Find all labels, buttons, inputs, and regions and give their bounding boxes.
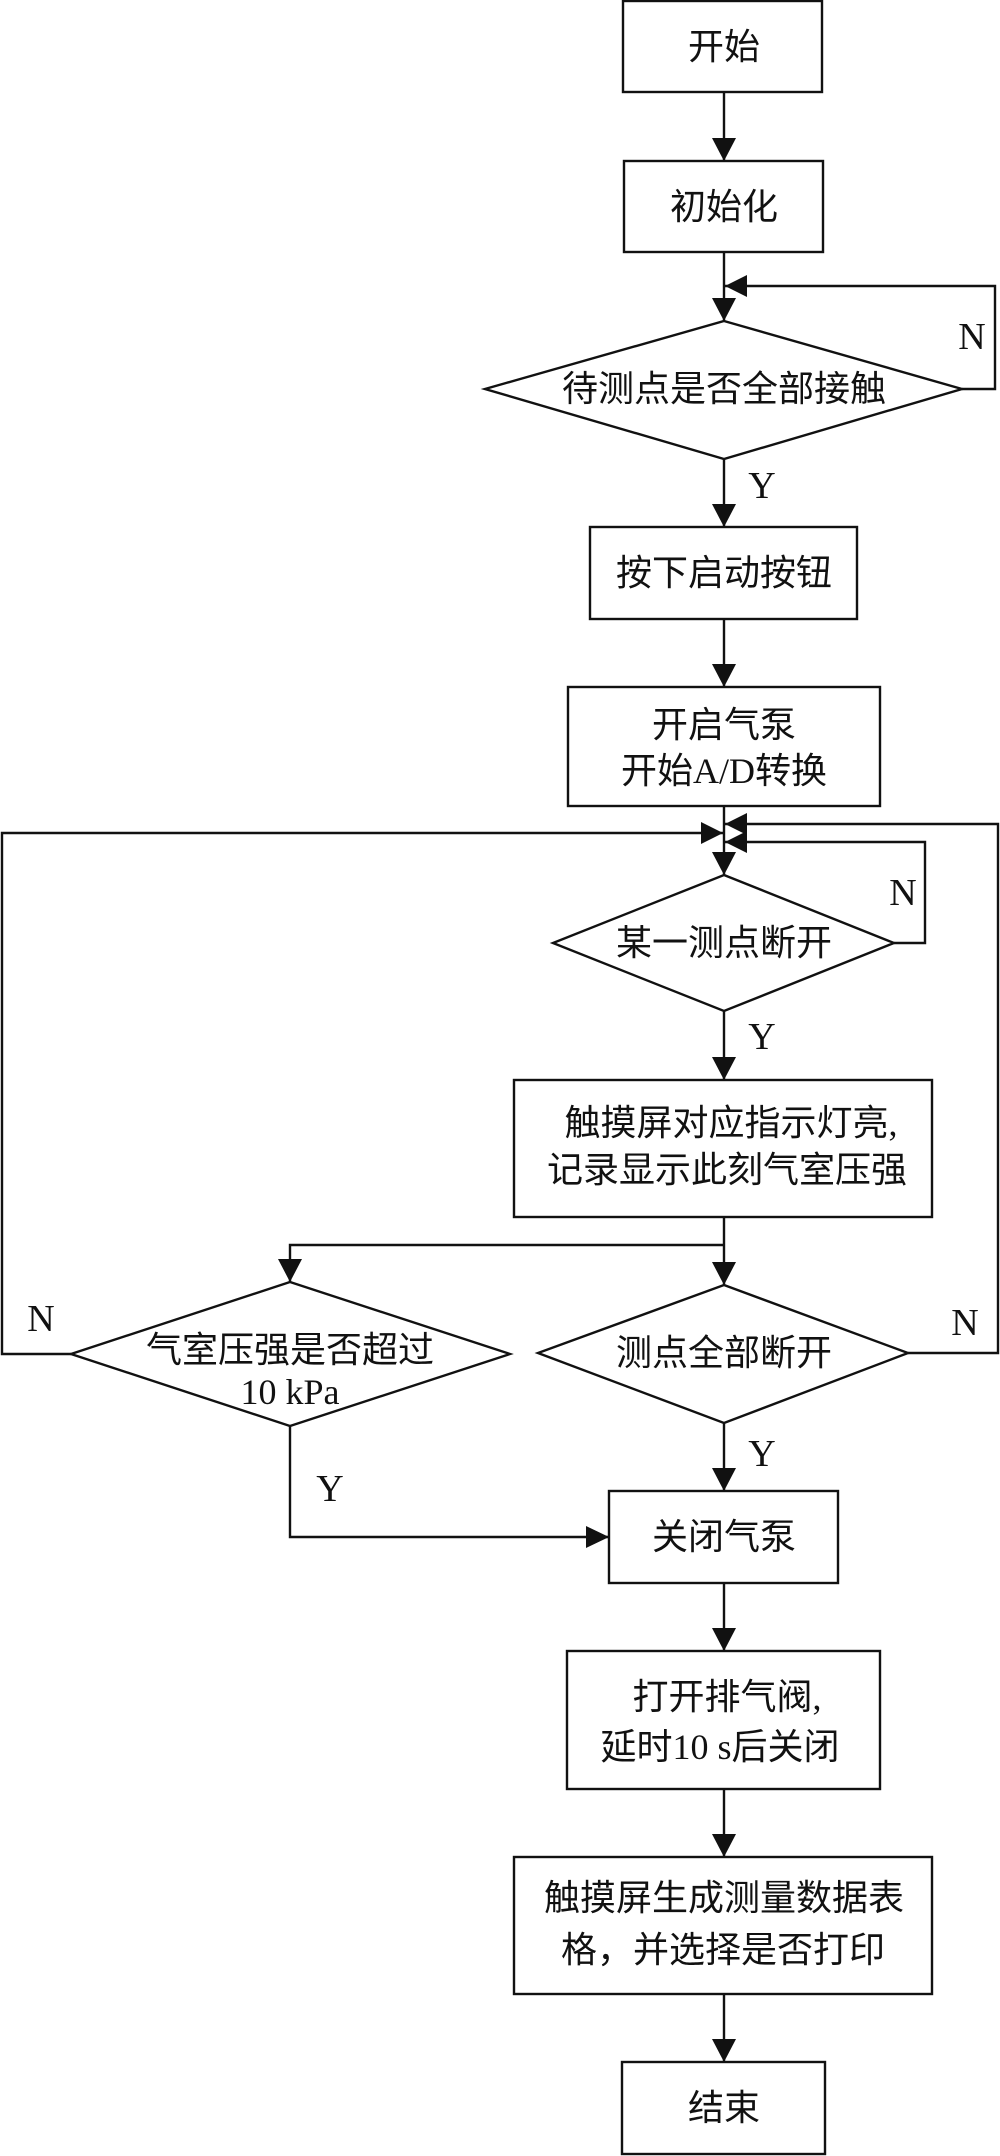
press-start-box [588, 525, 859, 621]
pump-off-box [607, 1489, 840, 1585]
node-press-start: 按下启动按钮 [588, 525, 859, 621]
press-start-label: 按下启动按钮 [616, 553, 832, 593]
node-init: 初始化 [622, 159, 825, 254]
point-break-yes-label: Y [748, 1016, 775, 1058]
end-box [620, 2060, 827, 2156]
pump-on-label-line2: 开始A/D转换 [621, 751, 827, 791]
end-label: 结束 [688, 2088, 760, 2128]
arrow-down-icon [712, 1057, 736, 1080]
arrow-left-icon [725, 813, 747, 835]
node-start: 开始 [621, 0, 824, 94]
arrow-down-icon [712, 852, 736, 875]
branch-labels: N Y N Y N Y N Y [27, 316, 985, 1510]
init-box [622, 159, 825, 254]
node-table: 触摸屏生成测量数据表 格，并选择是否打印 [512, 1855, 934, 1996]
pressure-check-no-label: N [27, 1298, 54, 1340]
record-box [512, 1078, 934, 1219]
node-exhaust: 打开排气阀, 延时10 s后关闭 [565, 1649, 882, 1791]
node-pressure-check: 气室压强是否超过 10 kPa [67, 1280, 514, 1428]
arrow-down-icon [712, 298, 736, 321]
exhaust-label-line1: 打开排气阀, [632, 1677, 821, 1717]
arrow-down-icon [278, 1259, 302, 1282]
exhaust-box [565, 1649, 882, 1791]
point-break-diamond [549, 873, 898, 1013]
node-point-break: 某一测点断开 [549, 873, 898, 1013]
pressure-check-diamond [67, 1280, 514, 1428]
edge-pressure-yes [288, 1426, 609, 1539]
record-label-line1: 触摸屏对应指示灯亮, [564, 1103, 897, 1143]
check-contact-yes-label: Y [748, 465, 775, 507]
check-contact-no-label: N [958, 316, 985, 358]
exhaust-label-line2: 延时10 s后关闭 [600, 1727, 839, 1767]
arrow-down-icon [712, 1628, 736, 1651]
edge-check-loop-no [724, 284, 997, 391]
arrow-left-icon [725, 275, 747, 297]
arrow-down-icon [712, 138, 736, 161]
arrow-down-icon [712, 1468, 736, 1491]
edge-record-pressure [288, 1243, 724, 1282]
arrow-down-icon [712, 664, 736, 687]
start-label: 开始 [688, 27, 760, 67]
pump-on-box [566, 685, 882, 808]
arrow-left-icon [725, 831, 747, 853]
all-break-yes-label: Y [748, 1433, 775, 1475]
table-label-line1: 触摸屏生成测量数据表 [544, 1878, 904, 1918]
arrow-right-icon [701, 822, 723, 844]
pressure-check-yes-label: Y [316, 1468, 343, 1510]
pump-off-label: 关闭气泵 [652, 1517, 796, 1557]
node-record: 触摸屏对应指示灯亮, 记录显示此刻气室压强 [512, 1078, 934, 1219]
arrow-right-icon [586, 1526, 609, 1548]
node-all-break: 测点全部断开 [534, 1283, 912, 1425]
pressure-check-label-line1: 气室压强是否超过 [146, 1330, 434, 1370]
table-label-line2: 格，并选择是否打印 [561, 1930, 885, 1970]
point-break-no-label: N [889, 872, 916, 914]
node-pump-on: 开启气泵 开始A/D转换 [566, 685, 882, 808]
record-label-line2: 记录显示此刻气室压强 [547, 1150, 907, 1190]
table-box [512, 1855, 934, 1996]
arrowheads [278, 138, 747, 2062]
edge-allbreak-no [724, 822, 1000, 1355]
pump-on-label-line1: 开启气泵 [652, 705, 796, 745]
arrow-down-icon [712, 504, 736, 527]
arrow-down-icon [712, 2039, 736, 2062]
edge-break-loop-no [724, 840, 927, 945]
check-contact-diamond [480, 319, 967, 461]
all-break-diamond [534, 1283, 912, 1425]
all-break-no-label: N [951, 1302, 978, 1344]
node-check-contact: 待测点是否全部接触 [480, 319, 967, 461]
pressure-check-label-line2: 10 kPa [241, 1372, 340, 1412]
point-break-label: 某一测点断开 [616, 923, 832, 963]
arrow-down-icon [712, 1834, 736, 1857]
arrow-down-icon [712, 1262, 736, 1285]
node-pump-off: 关闭气泵 [607, 1489, 840, 1585]
edge-pressure-no [0, 831, 724, 1356]
node-end: 结束 [620, 2060, 827, 2156]
check-contact-label: 待测点是否全部接触 [562, 369, 886, 409]
start-box [621, 0, 824, 94]
all-break-label: 测点全部断开 [616, 1333, 832, 1373]
init-label: 初始化 [670, 187, 778, 227]
